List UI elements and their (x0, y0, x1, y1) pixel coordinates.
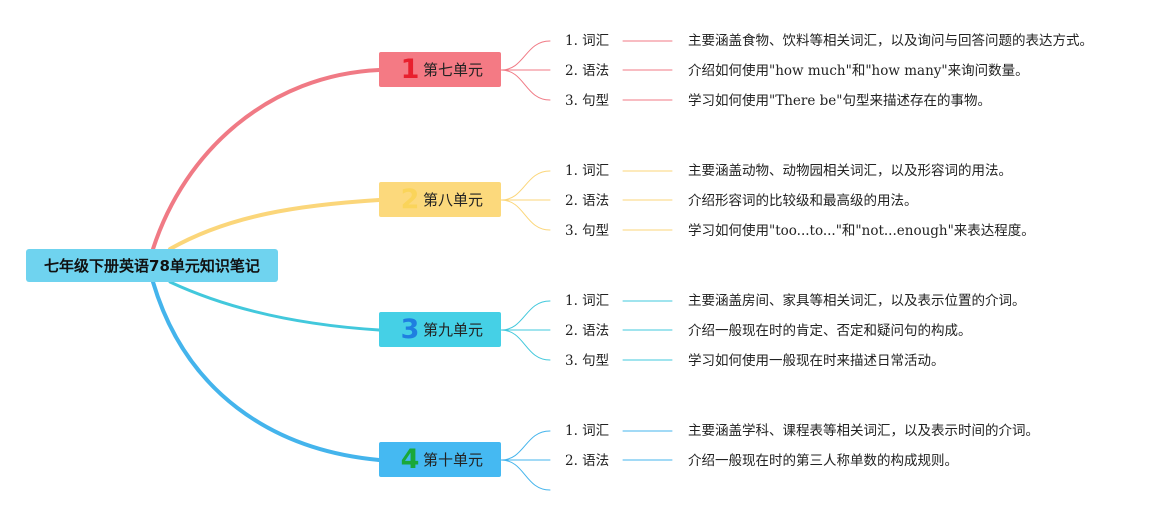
sub-branch-line (500, 40, 551, 71)
topic-item-grammar[interactable]: 2. 语法 (565, 323, 610, 339)
branch-line (168, 280, 381, 332)
unit-number-icon: 1 (400, 54, 420, 85)
unit-number-icon: 4 (400, 444, 420, 475)
topic-item-sentence[interactable]: 3. 句型 (565, 353, 610, 369)
topic-item-vocab[interactable]: 1. 词汇 (565, 293, 610, 309)
topic-item-vocab[interactable]: 1. 词汇 (565, 33, 610, 49)
sub-branch-line (500, 329, 551, 361)
unit-number-icon: 2 (400, 184, 420, 215)
topic-description: 主要涵盖食物、饮料等相关词汇，以及询问与回答问题的表达方式。 (688, 33, 1093, 49)
topic-description: 主要涵盖学科、课程表等相关词汇，以及表示时间的介词。 (688, 423, 1039, 439)
root-topic[interactable]: 七年级下册英语78单元知识笔记 (26, 249, 278, 282)
topic-description: 主要涵盖房间、家具等相关词汇，以及表示位置的介词。 (688, 293, 1026, 309)
topic-description: 学习如何使用一般现在时来描述日常活动。 (688, 353, 945, 369)
sub-branch-line (500, 459, 551, 491)
topic-item-vocab[interactable]: 1. 词汇 (565, 423, 610, 439)
topic-item-grammar[interactable]: 2. 语法 (565, 63, 610, 79)
topic-description: 学习如何使用"too...to..."和"not...enough"来表达程度。 (688, 223, 1035, 239)
topic-item-grammar[interactable]: 2. 语法 (565, 453, 610, 469)
branch-line (151, 68, 381, 251)
root-topic-label: 七年级下册英语78单元知识笔记 (44, 257, 260, 275)
topic-description: 介绍一般现在时的第三人称单数的构成规则。 (688, 453, 958, 469)
branch-line (168, 198, 381, 251)
sub-branch-line (500, 430, 551, 461)
topic-description: 介绍一般现在时的肯定、否定和疑问句的构成。 (688, 323, 972, 339)
unit-node-9[interactable]: 3 第九单元 (379, 312, 501, 347)
topic-description: 介绍形容词的比较级和最高级的用法。 (688, 193, 918, 209)
topic-item-sentence[interactable]: 3. 句型 (565, 223, 610, 239)
topic-item-sentence[interactable]: 3. 句型 (565, 93, 610, 109)
branch-line (151, 280, 381, 462)
sub-branch-line (500, 300, 551, 331)
sub-branch-line (500, 69, 551, 101)
unit-title: 第九单元 (423, 321, 484, 339)
topic-description: 学习如何使用"There be"句型来描述存在的事物。 (688, 93, 991, 109)
topic-item-vocab[interactable]: 1. 词汇 (565, 163, 610, 179)
topic-item-grammar[interactable]: 2. 语法 (565, 193, 610, 209)
unit-node-8[interactable]: 2 第八单元 (379, 182, 501, 217)
unit-title: 第十单元 (423, 451, 484, 469)
unit-title: 第七单元 (423, 61, 484, 79)
unit-node-10[interactable]: 4 第十单元 (379, 442, 501, 477)
unit-node-7[interactable]: 1 第七单元 (379, 52, 501, 87)
topic-description: 主要涵盖动物、动物园相关词汇，以及形容词的用法。 (688, 163, 1012, 179)
unit-title: 第八单元 (423, 191, 484, 209)
topic-description: 介绍如何使用"how much"和"how many"来询问数量。 (688, 63, 1029, 79)
sub-branch-line (500, 199, 551, 231)
sub-branch-line (500, 170, 551, 201)
unit-number-icon: 3 (400, 314, 420, 345)
